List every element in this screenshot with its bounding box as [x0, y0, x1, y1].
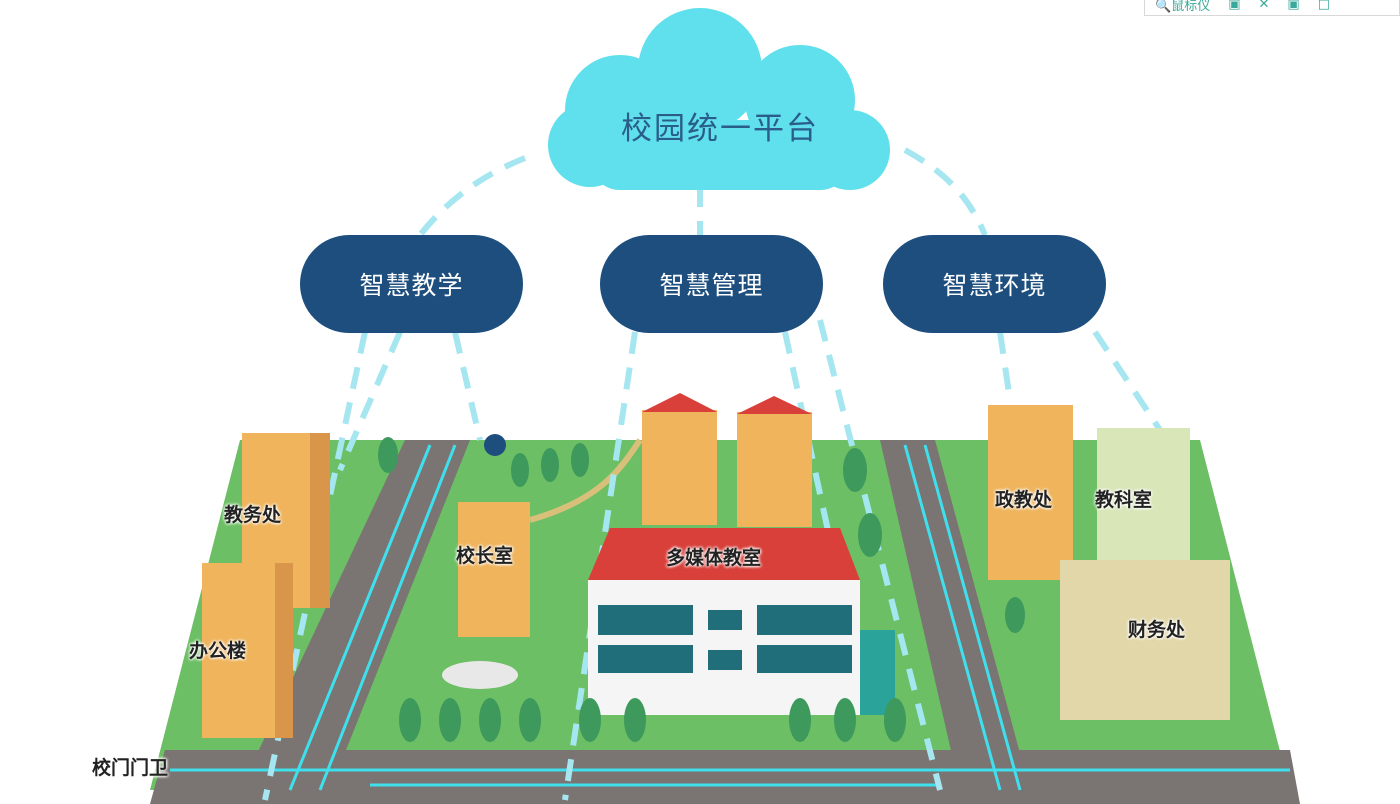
platform-title: 校园统一平台 [621, 111, 819, 147]
cloud-shape [548, 8, 890, 190]
pillar-smart-teaching: 智慧教学 [300, 235, 523, 333]
parking-icon [484, 434, 506, 456]
save-icon[interactable]: ▣ [1228, 0, 1241, 12]
pillar-smart-management: 智慧管理 [600, 235, 823, 333]
right-road [880, 440, 1030, 790]
fountain [442, 661, 518, 689]
zoom-button[interactable]: 🔍鼠标仪 [1155, 0, 1211, 14]
network-lines [170, 444, 1290, 791]
left-road [240, 440, 470, 790]
label-political-education: 政教处 [995, 489, 1053, 511]
image-toolbar: 🔍鼠标仪 ▣ ✕ ▣ □ [1144, 0, 1400, 16]
label-academic-affairs: 教务处 [224, 504, 282, 526]
label-research-office: 教科室 [1095, 489, 1153, 511]
bottom-road [150, 750, 1300, 804]
pillar-smart-environment: 智慧环境 [883, 235, 1106, 333]
buildings [202, 393, 1230, 738]
copy-icon[interactable]: □ [1317, 0, 1330, 12]
label-finance-office: 财务处 [1128, 619, 1186, 641]
label-principal-office: 校长室 [456, 545, 514, 567]
label-gate-guard: 校门门卫 [92, 757, 169, 779]
label-office-building: 办公楼 [189, 640, 247, 662]
trees [378, 437, 1025, 742]
image-icon[interactable]: ▣ [1287, 0, 1300, 12]
label-multimedia-classroom: 多媒体教室 [666, 547, 762, 569]
tool-icon[interactable]: ✕ [1258, 0, 1270, 12]
